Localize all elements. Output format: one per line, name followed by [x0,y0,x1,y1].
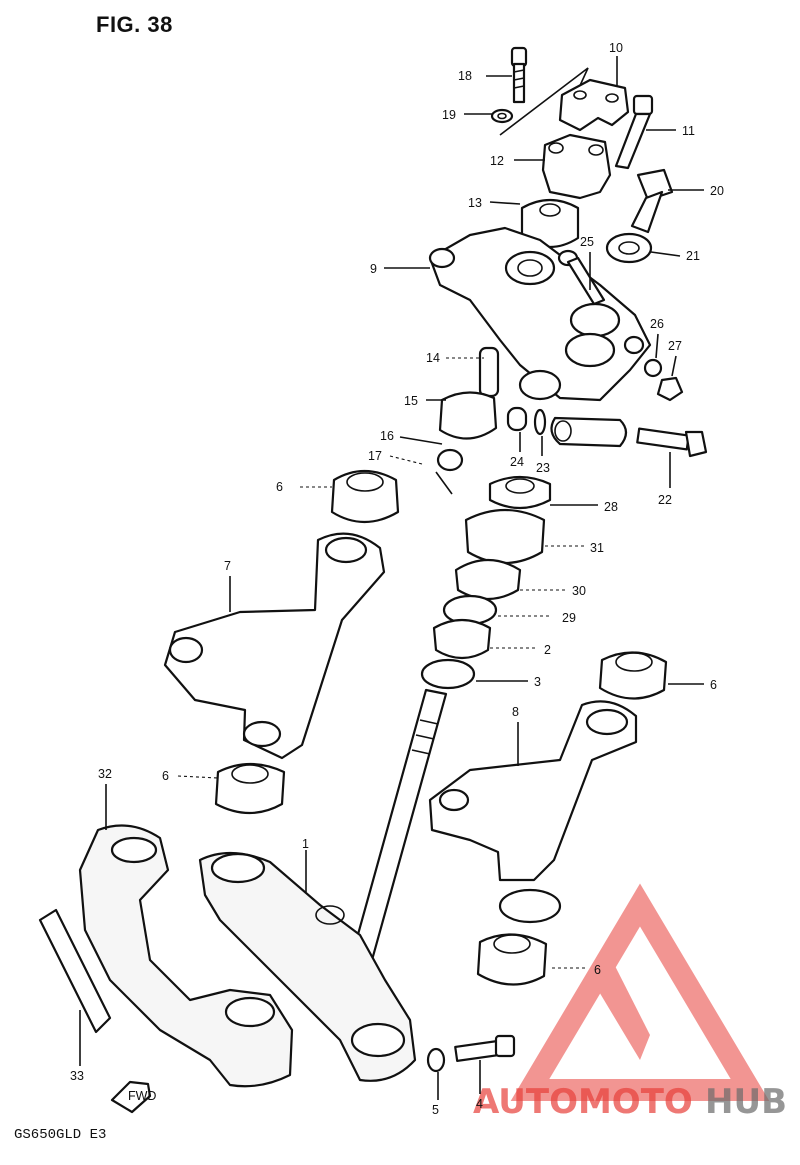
part-6-grommet-lower-left [214,762,286,814]
callout-7: 7 [224,559,231,573]
part-24-collar [506,406,528,432]
callout-13: 13 [468,196,482,210]
part-16-nut [436,448,464,472]
callout-11: 11 [682,124,695,138]
watermark-text-automoto: AUTOMOTO [473,1082,693,1122]
callout-10: 10 [609,41,623,55]
callout-9: 9 [370,262,377,276]
callout-19: 19 [442,108,456,122]
callout-12: 12 [490,154,504,168]
callout-labels: 18 19 10 11 12 13 20 21 9 25 26 27 14 15… [70,41,724,1117]
part-18-bolt [510,46,528,104]
part-sleeve [550,416,628,448]
clamp-pair-bracket [499,67,589,136]
callout-26: 26 [650,317,664,331]
callout-6-lower-left: 6 [162,769,169,783]
callout-6-lower-right: 6 [594,963,601,977]
part-28-nut [488,475,552,510]
part-21-washer [605,232,653,264]
callout-28: 28 [604,500,618,514]
callout-15: 15 [404,394,418,408]
part-33-reflector [38,908,112,1034]
callout-3: 3 [534,675,541,689]
part-4-bolt [454,1034,516,1062]
model-code: GS650GLD E3 [14,1127,107,1143]
callout-30: 30 [572,584,586,598]
part-7-left-bracket [163,532,386,760]
part-22-bolt [636,427,708,458]
callout-33: 33 [70,1069,84,1083]
callout-32: 32 [98,767,112,781]
part-20-bolt [630,168,674,234]
callout-27: 27 [668,339,682,353]
callout-5: 5 [432,1103,439,1117]
part-17-pin [435,471,453,495]
callout-24: 24 [510,455,524,469]
part-23-washer [533,408,547,436]
callout-20: 20 [710,184,724,198]
part-6-grommet-lower-right [476,933,548,986]
callout-31: 31 [590,541,604,555]
callout-6-upper-right: 6 [710,678,717,692]
part-8-right-bracket [428,700,638,924]
part-9-upper-bracket [428,226,652,402]
callout-22: 22 [658,493,672,507]
part-6-grommet-upper-right [598,651,668,700]
part-30-bearing-race [454,559,522,600]
part-32-headlight-bracket [78,824,294,1088]
part-6-grommet-upper-left [330,470,400,523]
part-12-lower-clamp [541,133,612,200]
callout-1: 1 [302,837,309,851]
callout-17: 17 [368,449,382,463]
callout-21: 21 [686,249,700,263]
part-1-steering-stem [198,688,448,1082]
callout-23: 23 [536,461,550,475]
part-5-washer [426,1047,446,1073]
part-3-dust-seal [420,658,476,690]
part-2-bearing [432,618,492,660]
fwd-label: FWD [128,1089,156,1103]
callout-29: 29 [562,611,576,625]
callout-4: 4 [476,1097,483,1111]
part-31-cover [464,508,546,565]
callout-16: 16 [380,429,394,443]
callout-2: 2 [544,643,551,657]
part-14-rod [478,346,500,398]
callout-8: 8 [512,705,519,719]
part-10-upper-clamp [558,78,630,132]
forward-direction-arrow: FWD [110,1080,156,1114]
callout-18: 18 [458,69,472,83]
part-15-bush [438,391,498,440]
watermark-text-hub: HUB [705,1082,787,1122]
callout-6-upper-left: 6 [276,480,283,494]
part-26-washer [643,358,663,378]
watermark-logo [510,883,770,1101]
leader-lines [79,56,704,1100]
part-11-bolt [614,94,654,170]
figure-title: FIG. 38 [96,12,173,37]
part-19-washer [490,108,514,124]
part-27-nut [656,376,684,402]
callout-14: 14 [426,351,440,365]
callout-25: 25 [580,235,594,249]
part-25-bolt [557,249,606,306]
